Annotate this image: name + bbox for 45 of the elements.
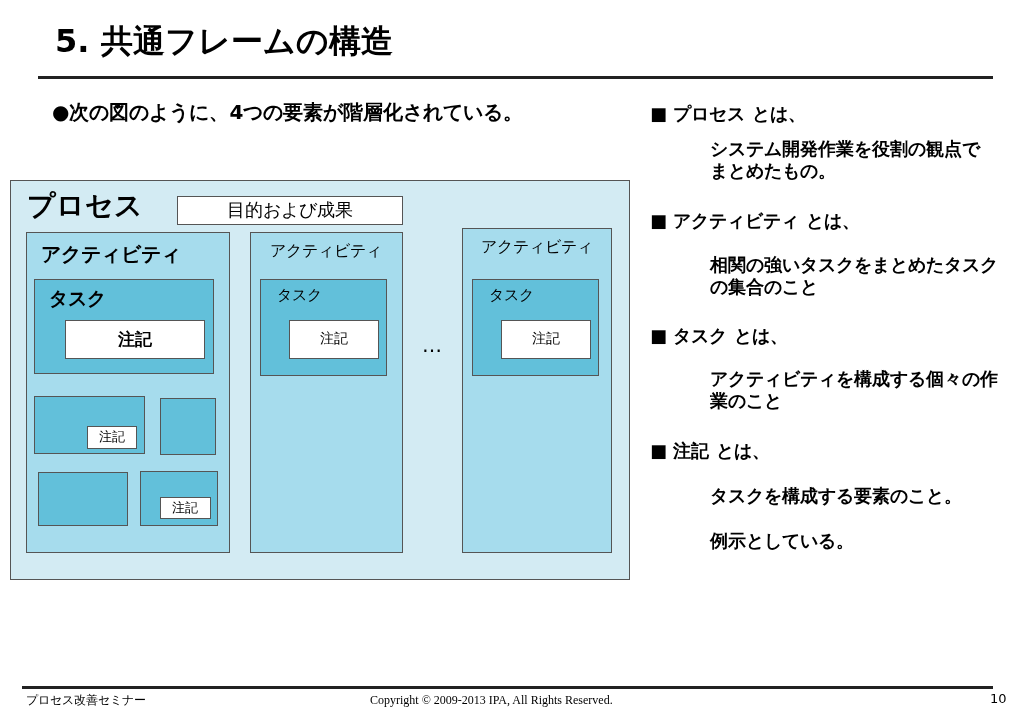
note-box — [86, 425, 137, 449]
intro-text: ●次の図のように、4つの要素が階層化されている。 — [52, 100, 525, 124]
page-number: 10 — [990, 691, 1008, 707]
definition-text: システム開発作業を役割の観点でまとめたもの。 — [710, 138, 982, 182]
note-box — [64, 319, 205, 359]
box-heading: アクティビティ — [40, 240, 181, 268]
note-box — [159, 496, 211, 519]
definition-text: タスクを構成する要素のこと。 — [710, 485, 963, 507]
activity-box — [249, 231, 403, 553]
box-label: 注記 — [116, 327, 153, 351]
copyright-text: Copyright © 2009-2013 IPA, All Rights Reserved. — [370, 693, 614, 708]
task-box — [34, 279, 214, 374]
definition-text: 相関の強いタスクをまとめたタスクの集合のこと — [710, 254, 999, 298]
box-heading: プロセス — [27, 188, 143, 224]
box-heading: アクティビティ — [269, 240, 383, 262]
definition-heading: ■ 注記 とは、 — [650, 440, 771, 462]
box-label: 注記 — [171, 498, 199, 517]
box-label: 注記 — [318, 330, 349, 348]
empty-box — [160, 398, 216, 455]
box-heading: タスク — [277, 286, 322, 305]
empty-box — [38, 472, 128, 526]
process-box — [10, 180, 630, 580]
empty-box — [140, 471, 218, 526]
box-label: 注記 — [530, 330, 561, 348]
activity-box — [25, 231, 230, 553]
title: 5. 共通フレームの構造 — [55, 21, 393, 62]
ellipsis: … — [422, 333, 443, 357]
definition-text: 例示としている。 — [710, 530, 855, 552]
box-heading: アクティビティ — [479, 236, 594, 258]
box-label: 注記 — [97, 428, 126, 446]
footer-text: プロセス改善セミナー — [26, 693, 147, 708]
definition-text: アクティビティを構成する個々の作業のこと — [710, 368, 999, 412]
definition-heading: ■ プロセス とは、 — [650, 103, 807, 125]
box-heading: タスク — [489, 286, 534, 305]
definition-heading: ■ タスク とは、 — [650, 325, 789, 347]
definition-heading: ■ アクティビティ とは、 — [650, 210, 861, 232]
box-label: 目的および成果 — [225, 198, 354, 222]
empty-box — [34, 396, 145, 454]
task-box — [472, 279, 599, 376]
box-heading: タスク — [49, 286, 106, 311]
task-box — [260, 279, 387, 376]
purpose-box — [176, 195, 403, 225]
activity-box — [461, 227, 612, 553]
note-box — [288, 319, 379, 359]
note-box — [500, 319, 591, 359]
